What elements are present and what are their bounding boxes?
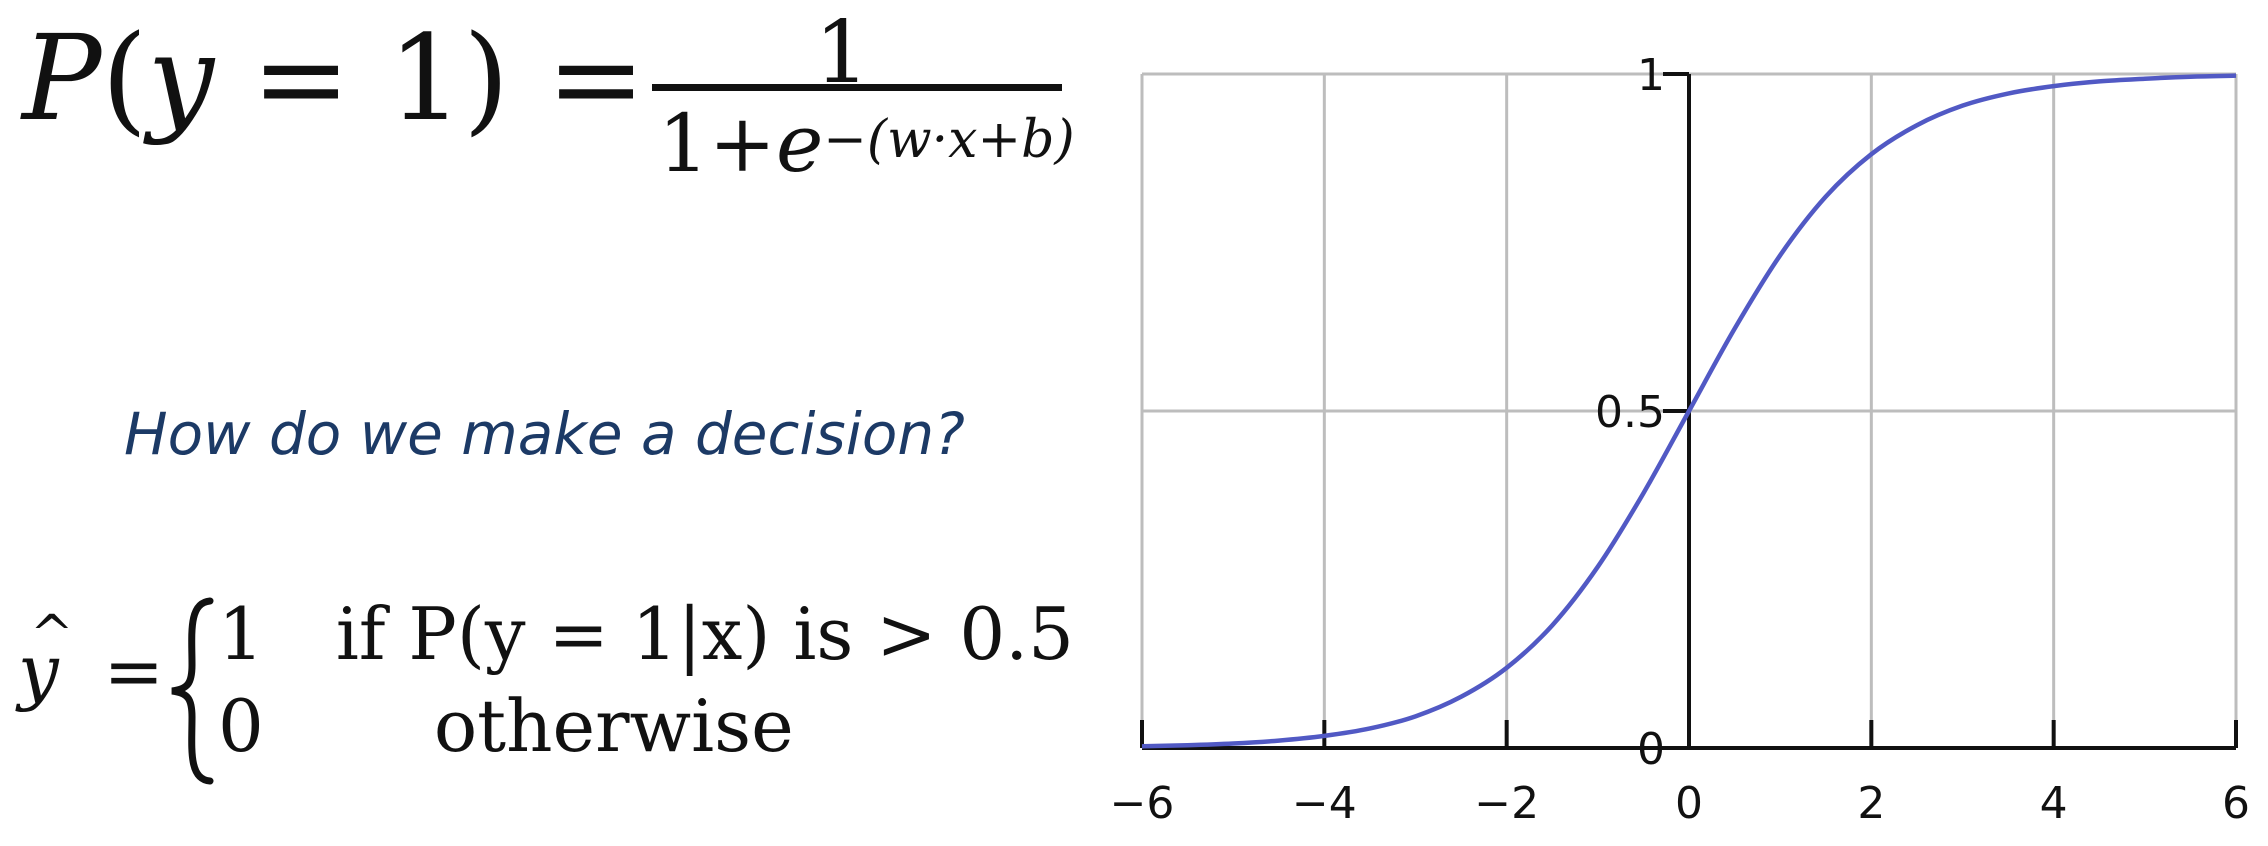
sigmoid-chart: −6 −4 −2 0 2 4 6 0 0.5 1 bbox=[1110, 50, 2250, 829]
denominator-prefix: 1+ bbox=[658, 97, 776, 190]
lhs-rest: = 1) = bbox=[214, 9, 646, 147]
x-tick-label: 0 bbox=[1675, 778, 1703, 829]
target-variable: y bbox=[147, 9, 215, 147]
y-tick-label: 1 bbox=[1637, 50, 1665, 101]
sigmoid-equation: P(y = 1) = 1 1+e−(w·x+b) bbox=[22, 0, 1075, 200]
hat-accent: ^ bbox=[30, 605, 74, 665]
chart-tick-labels: −6 −4 −2 0 2 4 6 0 0.5 1 bbox=[1110, 50, 2250, 829]
case-1-value: 1 bbox=[218, 592, 264, 676]
euler-base: e bbox=[775, 97, 824, 190]
x-tick-label: 6 bbox=[2222, 778, 2250, 829]
chart-series bbox=[1141, 73, 2237, 749]
case-2-condition: otherwise bbox=[433, 684, 794, 768]
case-1-row: 1 if P(y = 1|x) is > 0.5 bbox=[218, 592, 1074, 676]
decision-equals: = bbox=[103, 629, 164, 713]
prediction-variable: y bbox=[18, 629, 59, 713]
decision-rule-equation: y^ = 1 if P(y = 1|x) is > 0.5 0 otherwise bbox=[18, 594, 1074, 795]
denominator-exponent: −(w·x+b) bbox=[823, 110, 1075, 170]
case-2-row: 0 otherwise bbox=[218, 684, 794, 768]
sigmoid-curve bbox=[1141, 73, 2237, 749]
x-tick-label: 2 bbox=[1857, 778, 1885, 829]
fraction-bar bbox=[652, 84, 1062, 91]
case-2-value: 0 bbox=[218, 684, 264, 768]
decision-lhs: y^ = bbox=[18, 609, 164, 707]
y-tick-label: 0.5 bbox=[1595, 387, 1665, 438]
sigmoid-fraction: 1 1+e−(w·x+b) bbox=[622, 0, 1075, 200]
sigmoid-lhs: P(y = 1) = bbox=[22, 9, 646, 147]
y-tick-label: 0 bbox=[1637, 724, 1665, 775]
probability-function: P bbox=[22, 9, 102, 147]
prediction-symbol: y^ bbox=[18, 609, 74, 713]
decision-question: How do we make a decision? bbox=[124, 400, 965, 468]
left-brace bbox=[171, 597, 214, 785]
case-1-condition: if P(y = 1|x) is > 0.5 bbox=[335, 592, 1074, 676]
x-tick-label: −2 bbox=[1474, 778, 1539, 829]
x-tick-label: −6 bbox=[1110, 778, 1175, 829]
x-tick-label: 4 bbox=[2040, 778, 2068, 829]
fraction-denominator: 1+e−(w·x+b) bbox=[658, 100, 1075, 188]
x-tick-label: −4 bbox=[1292, 778, 1357, 829]
